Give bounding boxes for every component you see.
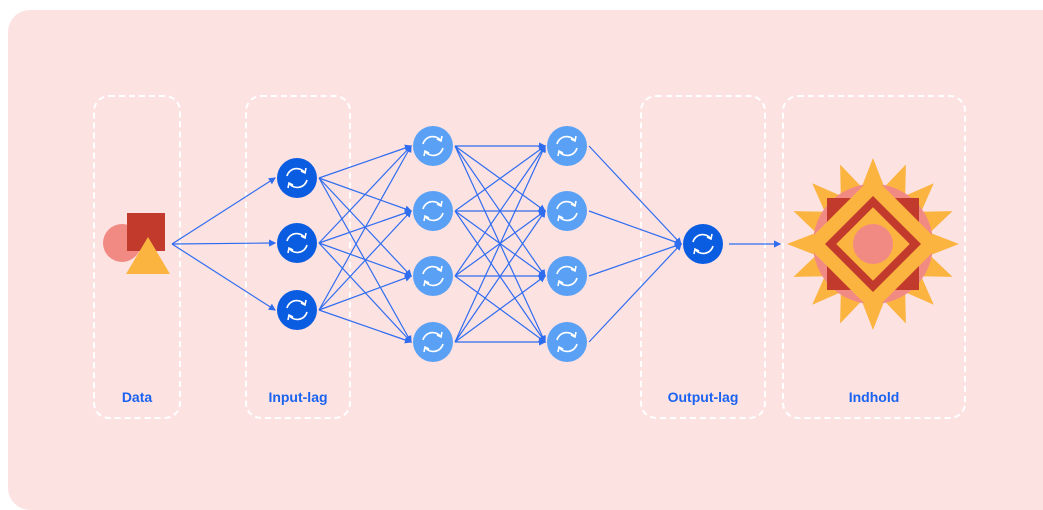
group-label-data: Data — [121, 389, 153, 405]
edge-input-layer-1-2 — [318, 242, 413, 278]
neuron-hidden-1-0 — [413, 126, 453, 166]
edge-hidden-2-0-0 — [588, 145, 682, 245]
neuron-hidden-1-1 — [413, 191, 453, 231]
edge-input-layer-0-0 — [318, 144, 413, 179]
neuron-input-layer-0 — [277, 158, 317, 198]
group-label-content: Indhold — [848, 389, 900, 405]
edge-input-layer-2-3 — [318, 309, 413, 344]
edge-hidden-1-3-0 — [454, 144, 546, 343]
refresh-icon — [422, 331, 444, 353]
refresh-icon — [422, 135, 444, 157]
refresh-icon — [556, 331, 578, 353]
neuron-hidden-2-1 — [547, 191, 587, 231]
mandala-content-icon — [787, 158, 959, 330]
edge-hidden-2-3-0 — [588, 243, 682, 343]
edge-hidden-1-1-0 — [454, 145, 546, 212]
edge-input-layer-2-0 — [318, 144, 412, 311]
neurons — [277, 126, 723, 362]
refresh-icon — [422, 265, 444, 287]
refresh-icon — [556, 265, 578, 287]
neuron-hidden-1-2 — [413, 256, 453, 296]
edge-input-layer-2-2 — [318, 274, 413, 311]
neural-network-svg — [103, 126, 959, 362]
group-label-output-layer: Output-lag — [667, 389, 739, 405]
group-data: Data — [93, 95, 181, 419]
refresh-icon — [422, 200, 444, 222]
group-input-layer: Input-lag — [245, 95, 351, 419]
group-label-input-layer: Input-lag — [268, 389, 328, 405]
refresh-icon — [556, 200, 578, 222]
edge-hidden-2-1-0 — [588, 210, 683, 246]
edge-input-layer-2-1 — [318, 210, 412, 311]
refresh-icon — [286, 232, 308, 254]
refresh-icon — [286, 167, 308, 189]
edge-hidden-1-3-2 — [454, 275, 546, 343]
neuron-hidden-2-3 — [547, 322, 587, 362]
neuron-hidden-2-2 — [547, 256, 587, 296]
neuron-hidden-2-0 — [547, 126, 587, 166]
edge-data-input-1 — [171, 239, 277, 247]
edge-hidden-1-2-0 — [454, 145, 546, 277]
edge-hidden-1-3-1 — [454, 210, 546, 343]
neuron-hidden-1-3 — [413, 322, 453, 362]
group-output-layer: Output-lag — [640, 95, 766, 419]
edge-data-input-0 — [171, 177, 277, 245]
neuron-input-layer-1 — [277, 223, 317, 263]
data-shapes-icon — [103, 213, 170, 274]
edge-hidden-2-2-0 — [588, 242, 683, 277]
refresh-icon — [556, 135, 578, 157]
neuron-output-layer-0 — [683, 224, 723, 264]
neuron-input-layer-2 — [277, 290, 317, 330]
edge-data-input-2 — [171, 243, 277, 311]
refresh-icon — [692, 233, 714, 255]
refresh-icon — [286, 299, 308, 321]
edge-input-layer-1-0 — [318, 145, 412, 244]
connections — [171, 142, 782, 346]
group-content: Indhold — [782, 95, 966, 419]
